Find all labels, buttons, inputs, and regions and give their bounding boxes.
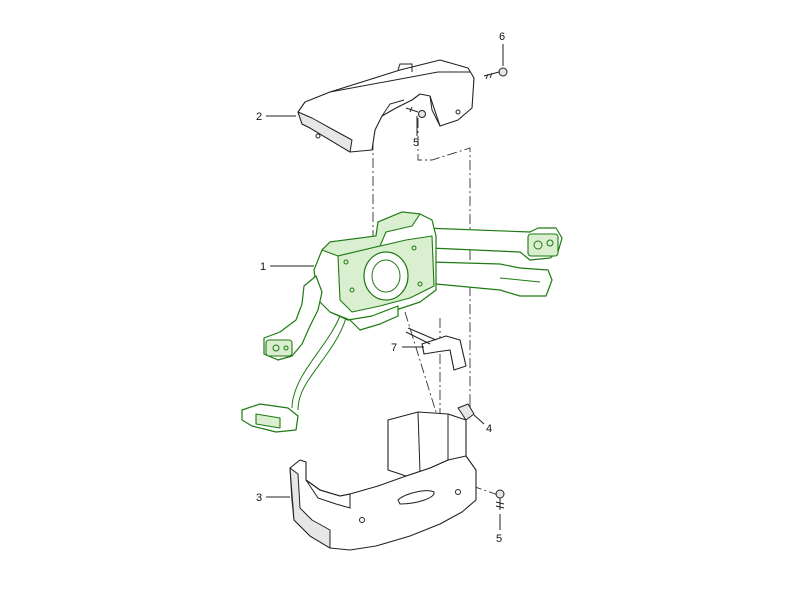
screw-part-5-bottom xyxy=(495,489,505,510)
upper-column-cover xyxy=(297,59,475,153)
screw-part-6 xyxy=(483,67,508,80)
callout-3: 3 xyxy=(256,492,262,504)
combination-switch-assembly xyxy=(241,211,563,433)
leader-lines xyxy=(266,44,504,530)
callout-5-bottom: 5 xyxy=(496,533,502,545)
callout-7: 7 xyxy=(391,342,397,354)
callout-1: 1 xyxy=(260,261,266,273)
part-4-clip xyxy=(457,403,475,421)
screw-part-5-top xyxy=(405,106,426,118)
callout-labels: 1 2 3 4 5 5 6 7 xyxy=(256,31,505,545)
lower-column-cover xyxy=(289,411,477,551)
callout-6: 6 xyxy=(499,31,505,43)
callout-4: 4 xyxy=(486,423,492,435)
part-7-bracket xyxy=(405,327,467,371)
callout-2: 2 xyxy=(256,111,262,123)
callout-5-top: 5 xyxy=(413,137,419,149)
